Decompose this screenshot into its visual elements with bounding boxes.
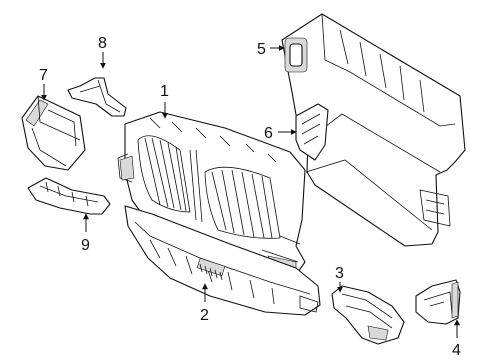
part-5-radiator-support xyxy=(281,13,466,247)
callout-2: 2 xyxy=(200,307,209,324)
callout-9: 9 xyxy=(81,237,90,254)
callout-6: 6 xyxy=(264,125,273,142)
part-2-lower-deflector xyxy=(124,205,321,316)
callout-1: 1 xyxy=(160,83,169,100)
part-4-bracket xyxy=(415,279,461,325)
part-7-air-duct xyxy=(21,95,86,171)
callout-5: 5 xyxy=(257,41,266,58)
leader-lines xyxy=(41,45,460,338)
part-9-bracket xyxy=(27,177,111,215)
part-6-bracket xyxy=(295,103,329,161)
callout-8: 8 xyxy=(98,35,107,52)
callout-labels: 1 2 3 4 5 6 7 8 9 xyxy=(39,35,461,359)
callout-7: 7 xyxy=(39,67,48,84)
callout-3: 3 xyxy=(335,265,344,282)
part-8-support-strut xyxy=(67,77,127,117)
part-3-side-deflector xyxy=(331,285,405,345)
callout-4: 4 xyxy=(452,342,461,359)
